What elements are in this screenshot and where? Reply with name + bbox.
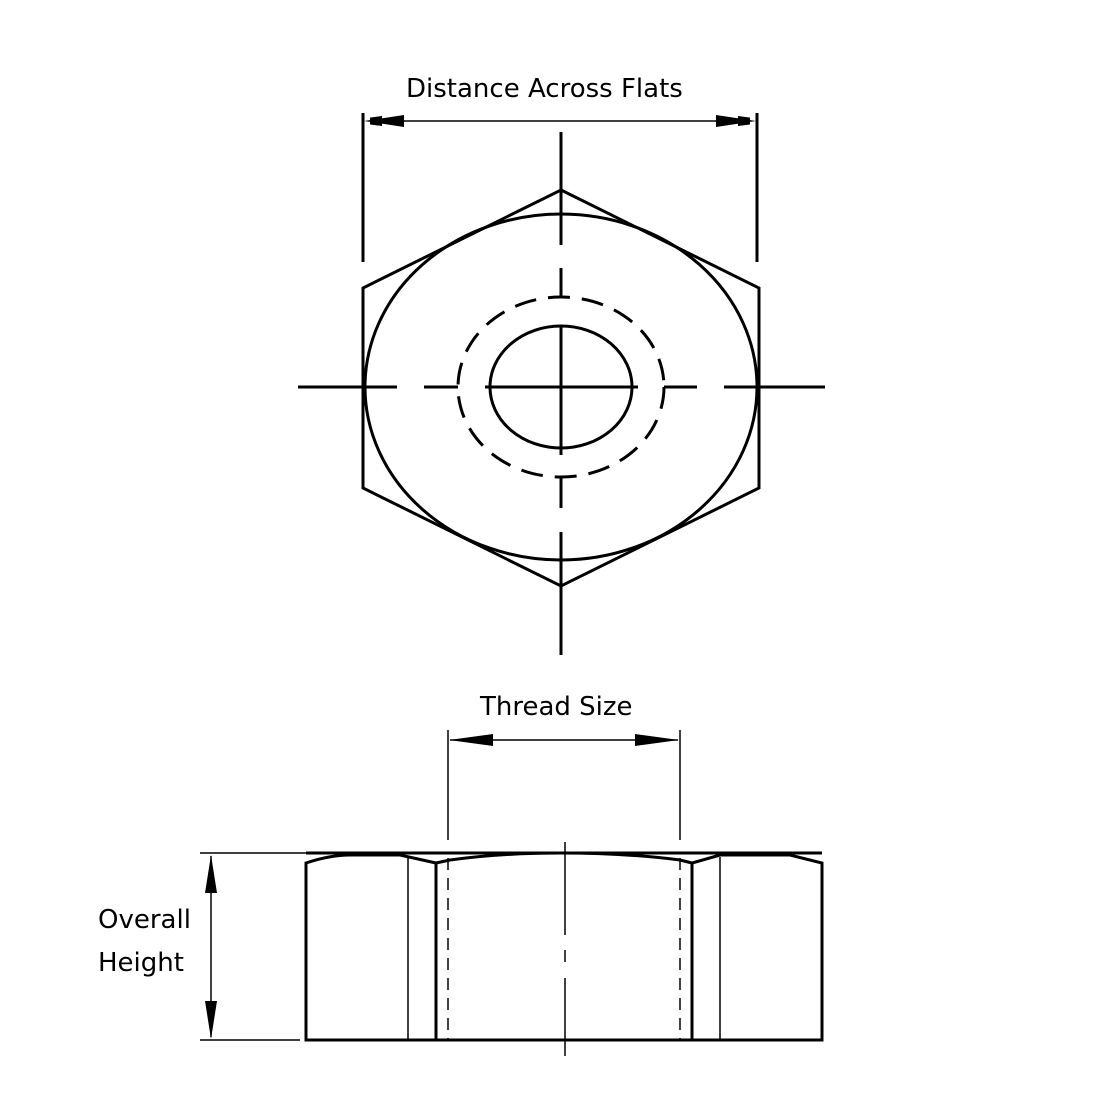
side-view	[304, 842, 824, 1056]
overall-height-dimension	[200, 852, 306, 1041]
nut-body-outline	[304, 853, 438, 1042]
overall-height-label-line2: Height	[98, 948, 184, 978]
overall-height-label-line1: Overall	[98, 905, 191, 935]
thread-size-dimension	[447, 730, 681, 840]
thread-size-label: Thread Size	[480, 692, 633, 722]
top-view	[298, 132, 825, 655]
distance-across-flats-label: Distance Across Flats	[406, 74, 683, 104]
distance-across-flats-dimension	[361, 113, 759, 262]
